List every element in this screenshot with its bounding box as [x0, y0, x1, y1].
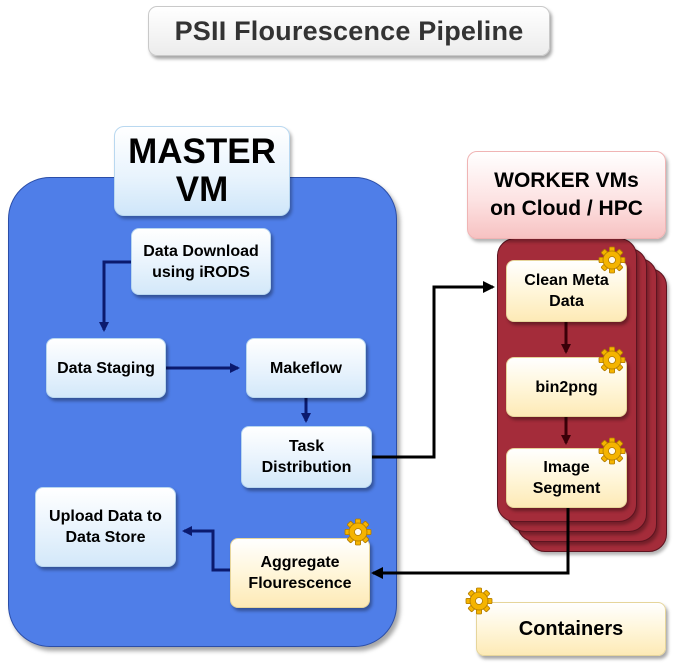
node-image-segment: Image Segment — [506, 448, 627, 508]
node-data-staging: Data Staging — [46, 338, 166, 398]
node-data-download: Data Download using iRODS — [131, 228, 271, 295]
node-bin2png-line1: bin2png — [535, 378, 598, 396]
node-upload-data-line2: Data Store — [65, 529, 146, 546]
node-task-distribution-line2: Distribution — [261, 459, 352, 476]
arrow-aggregate-to-upload — [182, 526, 230, 572]
node-aggregate: Aggregate Flourescence — [230, 538, 370, 608]
node-data-download-line1: Data Download — [143, 242, 259, 260]
node-data-staging-line1: Data Staging — [57, 359, 155, 377]
arrow-workers-to-aggregate — [371, 508, 570, 579]
master-vm-label: MASTER VM — [114, 126, 290, 216]
master-vm-label-line2: VM — [175, 170, 229, 209]
node-task-distribution-line1: Task — [288, 438, 325, 455]
node-image-segment-line1: Image — [543, 459, 590, 476]
node-image-segment-line2: Segment — [532, 480, 601, 497]
node-upload-data-line1: Upload Data to — [49, 508, 162, 525]
node-aggregate-line1: Aggregate — [260, 554, 340, 571]
node-clean-meta-data-line1: Clean Meta — [524, 272, 609, 289]
gear-icon — [465, 587, 493, 615]
node-aggregate-line2: Flourescence — [248, 575, 352, 592]
arrow-distribution-to-workers — [372, 281, 495, 459]
worker-vms-label-line2: on Cloud / HPC — [490, 197, 643, 220]
legend-containers: Containers — [476, 602, 666, 656]
node-data-download-line2: using iRODS — [152, 263, 250, 281]
gear-icon — [598, 246, 626, 274]
gear-icon — [344, 518, 372, 546]
legend-containers-label: Containers — [518, 617, 624, 640]
master-vm-label-line1: MASTER — [128, 132, 276, 171]
node-clean-meta-data: Clean Meta Data — [506, 260, 627, 322]
node-task-distribution: Task Distribution — [241, 426, 372, 488]
gear-icon — [598, 346, 626, 374]
gear-icon — [598, 437, 626, 465]
node-upload-data: Upload Data to Data Store — [35, 487, 176, 567]
worker-vms-label: WORKER VMs on Cloud / HPC — [467, 151, 666, 239]
node-clean-meta-data-line2: Data — [549, 293, 584, 310]
worker-vms-label-line1: WORKER VMs — [494, 169, 639, 192]
arrow-download-to-staging — [99, 260, 131, 332]
node-makeflow-line1: Makeflow — [269, 359, 342, 377]
diagram-title: PSII Flourescence Pipeline — [148, 6, 550, 56]
node-makeflow: Makeflow — [246, 338, 366, 398]
